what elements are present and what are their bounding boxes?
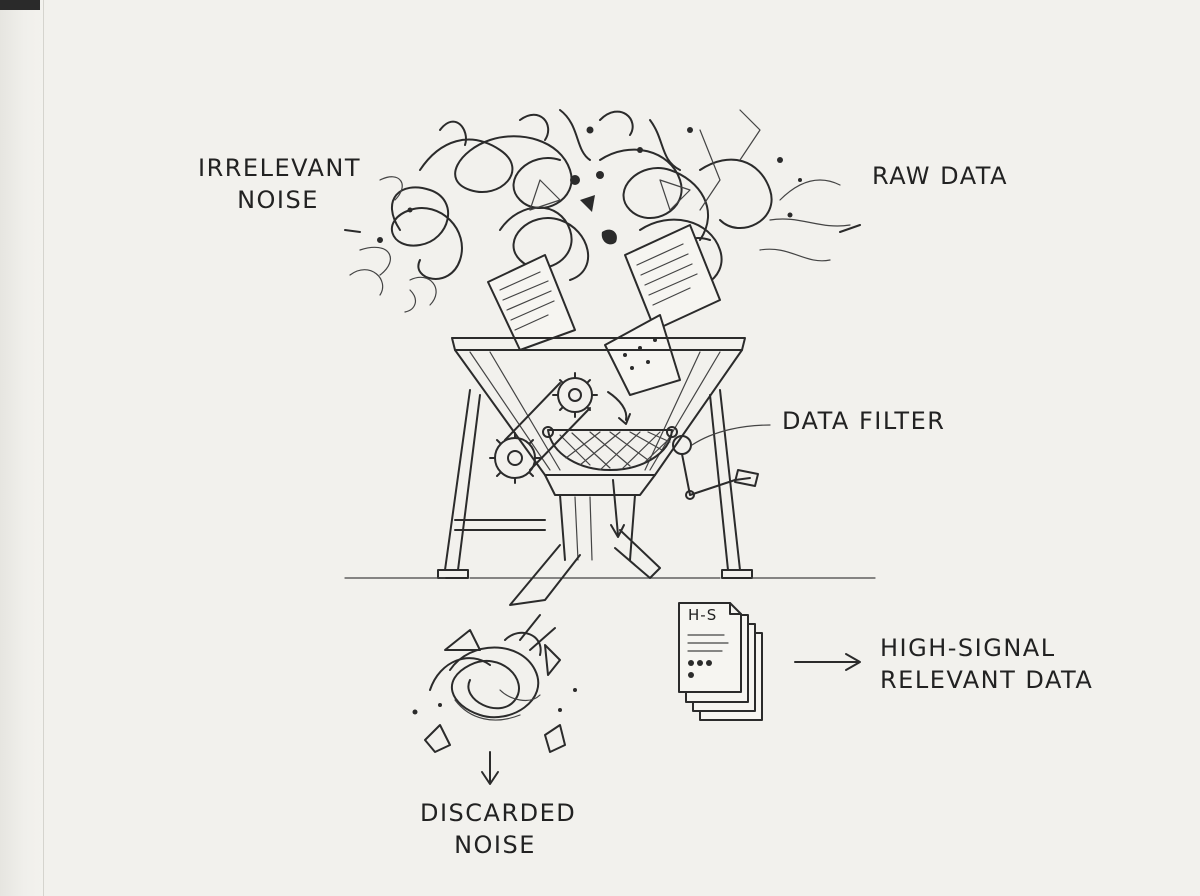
data-filter-label: DATA FILTER bbox=[782, 407, 946, 435]
high-signal-line-1: HIGH-SIGNAL bbox=[880, 634, 1056, 662]
high-signal-label: HIGH-SIGNAL RELEVANT DATA bbox=[880, 632, 1093, 696]
irrelevant-noise-line-1: IRRELEVANT bbox=[198, 154, 362, 182]
discarded-noise-line-2: NOISE bbox=[454, 831, 536, 859]
raw-data-scribbles bbox=[344, 109, 861, 313]
raw-documents bbox=[487, 224, 721, 396]
discarded-noise-line-1: DISCARDED bbox=[420, 799, 577, 827]
irrelevant-noise-label: IRRELEVANT NOISE bbox=[198, 152, 362, 216]
irrelevant-noise-line-2: NOISE bbox=[237, 186, 319, 214]
raw-data-label: RAW DATA bbox=[872, 162, 1008, 190]
discarded-noise-label: DISCARDED NOISE bbox=[420, 797, 577, 861]
notebook-spine bbox=[0, 0, 44, 896]
document-tag: H-S bbox=[688, 606, 718, 624]
high-signal-documents bbox=[678, 602, 861, 721]
high-signal-line-2: RELEVANT DATA bbox=[880, 666, 1094, 694]
discarded-noise-pile bbox=[412, 614, 577, 785]
filter-machine bbox=[344, 337, 876, 606]
notebook-spine-edge bbox=[43, 0, 44, 896]
notebook-corner bbox=[0, 0, 40, 10]
